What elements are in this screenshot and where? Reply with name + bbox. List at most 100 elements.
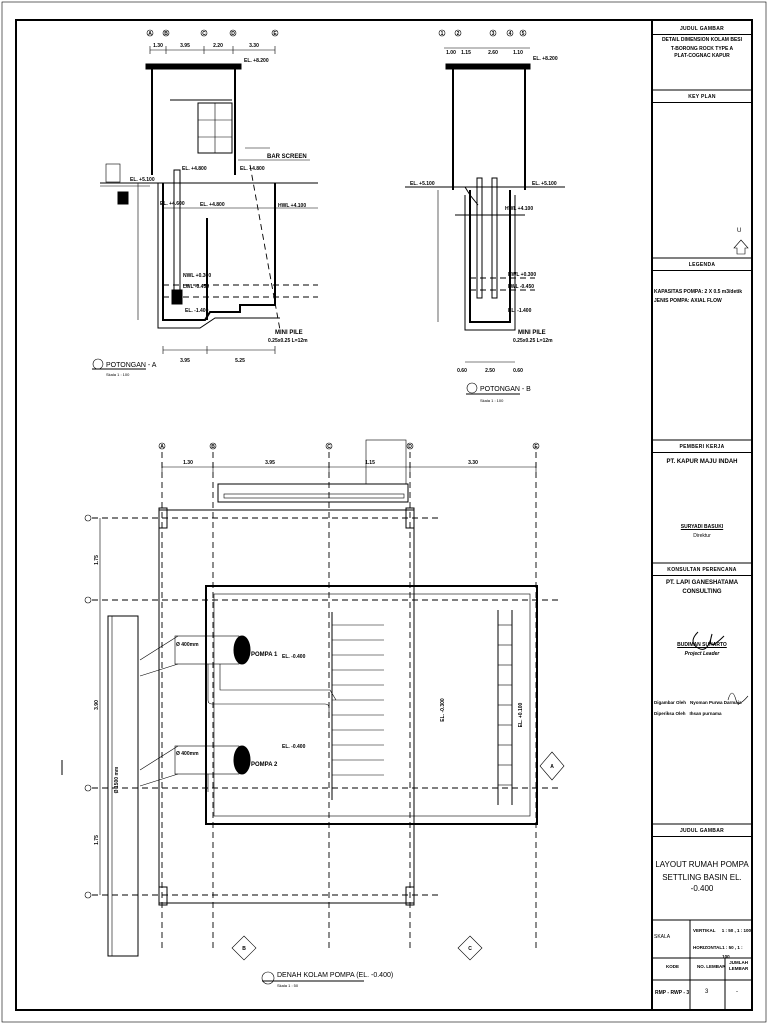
sb-el-ground-l: EL. +5.100: [410, 181, 435, 187]
tb-key-plan: KEY PLAN: [652, 92, 752, 103]
sa-el-mid2: EL. +4.600: [160, 201, 185, 207]
sb-bdim-2: 2.50: [485, 368, 495, 374]
tb-pemberi-sign-role: Direktur: [693, 533, 711, 539]
tb-jumlah: JUMLAH LEMBAR: [729, 960, 748, 972]
tb-judul-2: SETTLING BASIN EL. -0.400: [662, 873, 742, 893]
tb-judul-1: LAYOUT RUMAH POMPA: [655, 860, 749, 869]
tb-lembar-val: LEMBAR: [729, 966, 749, 971]
tb-skala-vert: VERTIKAL: [693, 928, 716, 933]
plan-sdim-1: 1.75: [94, 555, 100, 565]
tb-judul-gambar-3: PLAT-COGNAC KAPUR: [674, 53, 730, 59]
tb-legenda-2: JENIS POMPA: AXIAL FLOW: [654, 298, 722, 304]
plan-el-1: EL. -0.400: [282, 654, 306, 660]
plan-marker-b: B: [242, 946, 246, 952]
sa-nwl: NWL +0.300: [183, 273, 211, 279]
tb-konsultan-1: PT. LAPI GANESHATAMA: [665, 580, 739, 586]
tb-pemberi-header: PEMBERI KERJA: [652, 442, 752, 453]
sa-el-top: EL. +8.200: [244, 58, 269, 64]
plan-el-2: EL. -0.400: [282, 744, 306, 750]
north-label: U: [737, 228, 742, 234]
tb-legenda: LEGENDA KAPASITAS POMPA: 2 X 0.5 m3/deti…: [652, 260, 752, 305]
tb-skala-vert-val: 1 : 50 , 1 : 100: [721, 928, 751, 933]
sb-hwl: HWL +4.100: [505, 206, 533, 212]
plan-sdim-3: 1.75: [94, 835, 100, 845]
sa-bar-screen: BAR SCREEN: [267, 154, 307, 160]
sb-grid-2: 2: [457, 31, 460, 37]
tb-legenda-header: LEGENDA: [652, 260, 752, 271]
sb-dim-1: 1.00: [446, 50, 456, 56]
plan-drawing: A B C D E 1.30 3.95 1.15 3.30 1.75 3.90 …: [61, 439, 565, 988]
sa-hwl: HWL +4.100: [278, 203, 306, 209]
tb-sheet-code: RMP - RWP - 3: [655, 990, 690, 996]
sb-dim-4: 1.10: [513, 50, 523, 56]
plan-title: DENAH KOLAM POMPA (EL. -0.400): [277, 972, 393, 979]
tb-judul-gambar-header: JUDUL GAMBAR: [652, 24, 752, 35]
sb-grid-3: 3: [492, 31, 495, 37]
sa-dim-4: 3.30: [249, 43, 259, 49]
plan-dim-3: 1.15: [365, 460, 375, 466]
section-b-title: POTONGAN - B: [480, 386, 531, 393]
plan-pump-2: POMPA 2: [251, 762, 278, 768]
plan-grid-a: A: [160, 444, 164, 450]
sb-dim-3: 2.60: [488, 50, 498, 56]
sa-bdim-2: 5.25: [235, 358, 245, 364]
tb-diperiksa-label: Diperiksa Oleh: [654, 711, 686, 716]
sa-lwl: LWL -0.450: [183, 284, 209, 290]
sa-el-mid3: EL. +4.800: [200, 202, 225, 208]
tb-skala-hor: HORIZONTAL: [693, 945, 723, 950]
title-block-lines: [652, 89, 752, 1010]
sa-dim-2: 3.95: [180, 43, 190, 49]
sb-lwl: LWL -0.450: [508, 284, 534, 290]
section-a-scale: Skala 1 : 100: [106, 372, 130, 377]
sa-grid-b: B: [164, 31, 168, 37]
plan-grid-d: D: [408, 444, 412, 450]
sb-grid-4: 4: [509, 31, 512, 37]
plan-inlet: Ø 1500 mm: [114, 766, 120, 793]
sb-grid-5: 5: [522, 31, 525, 37]
tb-pemberi-sign-name: SURYADI BASUKI: [680, 524, 724, 530]
sa-pile: MINI PILE: [275, 330, 303, 336]
plan-sdim-2: 3.90: [94, 700, 100, 710]
signature-small-icon: [727, 692, 749, 704]
tb-kode-label: KODE: [666, 964, 680, 969]
sa-dim-3: 2.20: [213, 43, 223, 49]
tb-konsultan: KONSULTAN PERENCANA PT. LAPI GANESHATAMA…: [652, 565, 752, 658]
tb-jumlah-label: JUMLAH: [729, 960, 748, 965]
plan-grid-b: B: [211, 444, 215, 450]
tb-key-plan-header: KEY PLAN: [652, 92, 752, 103]
tb-pemberi: PEMBERI KERJA PT. KAPUR MAJU INDAH SURYA…: [652, 442, 752, 540]
sb-pile: MINI PILE: [518, 330, 546, 336]
sa-el-mid1: EL. +4.800: [182, 166, 207, 172]
sb-bdim-3: 0.60: [513, 368, 523, 374]
plan-marker-c: C: [468, 946, 472, 952]
tb-personnel: Digambar Oleh Nyoman Purwa Darmaja Diper…: [654, 700, 750, 716]
plan-pipe-2: Ø 400mm: [176, 751, 199, 757]
tb-skala-label: SKALA: [654, 934, 671, 940]
section-a-title: POTONGAN - A: [106, 362, 157, 369]
plan-scale: Skala 1 : 50: [277, 983, 299, 988]
sa-grid-e: E: [273, 31, 277, 37]
section-a-drawing: A B C D E 1.30 3.95 2.20 3.30 EL. +8.200…: [92, 29, 318, 377]
tb-judul-gambar: JUDUL GAMBAR DETAIL DIMENSION KOLAM BESI…: [652, 24, 752, 60]
sa-grid-a: A: [148, 31, 152, 37]
tb-skala-hor-val: 1 : 50 , 1 : 100: [722, 945, 743, 959]
plan-bar-screen: [332, 624, 384, 776]
sa-el-ground: EL. +5.100: [130, 177, 155, 183]
sa-el-mid4: EL. +4.800: [240, 166, 265, 172]
sb-bottom: EL. -1.400: [508, 308, 532, 314]
sa-dim-1: 1.30: [153, 43, 163, 49]
north-arrow-icon: [733, 239, 749, 255]
tb-pemberi-name: PT. KAPUR MAJU INDAH: [666, 459, 738, 465]
tb-sheet-no: 3: [705, 989, 709, 995]
plan-el-3: EL. -0.300: [440, 698, 446, 722]
sa-pile-spec: 0.25x0.25 L=12m: [268, 338, 308, 344]
tb-konsultan-role: Project Leader: [684, 651, 720, 657]
sb-dim-2: 1.15: [461, 50, 471, 56]
plan-grid-e: E: [534, 444, 538, 450]
plan-dim-1: 1.30: [183, 460, 193, 466]
sa-bottom: EL. -1.400: [185, 308, 209, 314]
